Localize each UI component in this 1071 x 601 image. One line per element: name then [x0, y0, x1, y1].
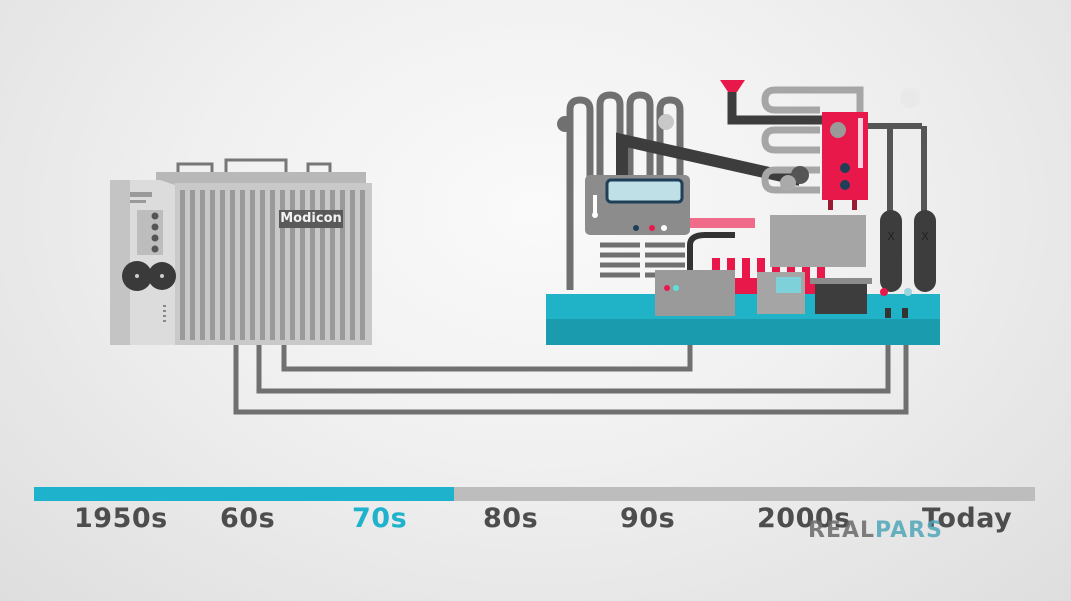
realpars-logo: REALPARS: [808, 518, 943, 543]
control-panel: [757, 272, 805, 314]
logo-part1: REAL: [808, 518, 876, 543]
timeline-track[interactable]: [34, 487, 1035, 501]
plc-brand-label: Modicon: [279, 210, 343, 228]
gear-icon: [780, 175, 796, 191]
red-controller: [822, 112, 868, 210]
gas-tanks: X X: [880, 210, 936, 318]
timeline-progress: [34, 487, 454, 501]
timeline-label-today[interactable]: Today: [922, 503, 1013, 534]
boiler: [585, 175, 755, 278]
bulb-icon: [900, 88, 920, 108]
tank-label: X: [921, 230, 929, 243]
plc-unit: [110, 158, 372, 345]
logo-part2: PARS: [875, 518, 943, 543]
funnel: [720, 80, 745, 92]
gear-icon: [791, 166, 809, 184]
tray: [810, 278, 872, 314]
machine-base: [546, 294, 940, 345]
timeline-label-1950s[interactable]: 1950s: [74, 503, 168, 534]
grey-box: [770, 215, 866, 267]
timeline-label-2000s[interactable]: 2000s: [757, 503, 851, 534]
timeline-label-80s[interactable]: 80s: [483, 503, 539, 534]
tank-label: X: [887, 230, 895, 243]
back-coil: [761, 86, 864, 194]
timeline-label-90s[interactable]: 90s: [620, 503, 676, 534]
timeline-label-70s[interactable]: 70s: [352, 503, 408, 534]
timeline-label-60s[interactable]: 60s: [220, 503, 276, 534]
gauge-box: [655, 232, 735, 316]
coil-pipes: [566, 91, 684, 290]
